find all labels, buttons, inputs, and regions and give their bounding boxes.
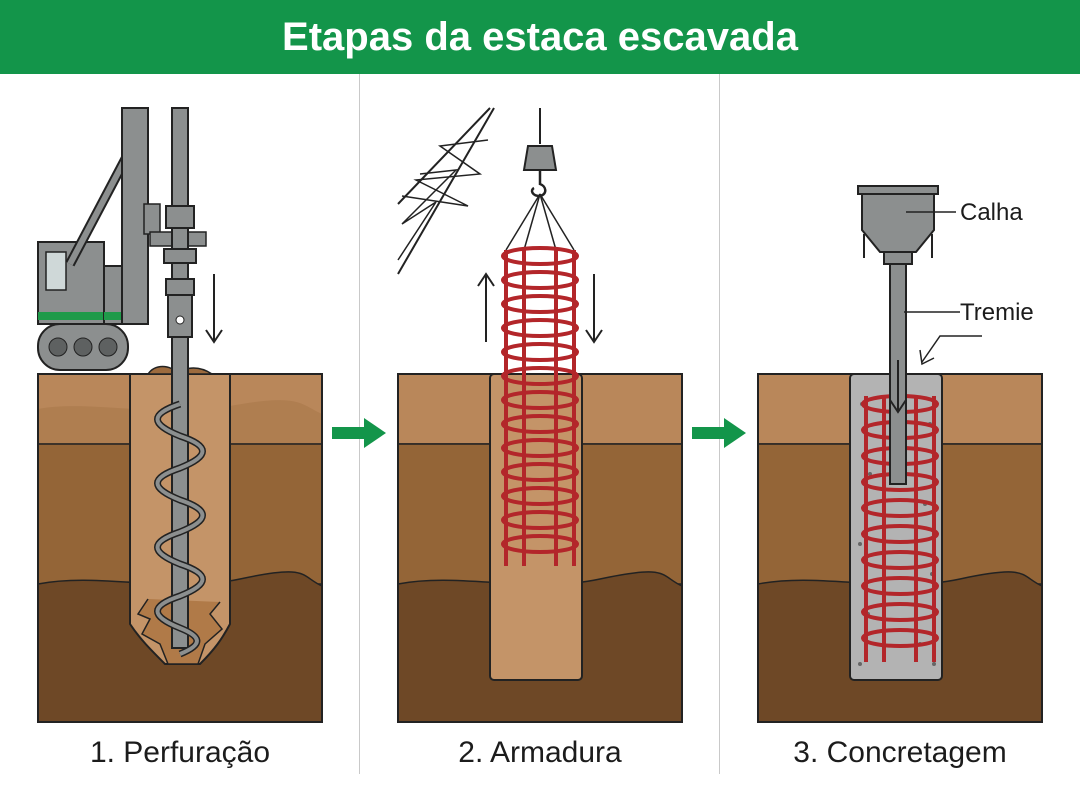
panel-reinforcement	[360, 74, 720, 724]
hopper	[858, 186, 938, 264]
panel-drilling	[0, 74, 360, 724]
crane-hook	[506, 108, 574, 250]
arrow-down-icon	[586, 274, 602, 342]
arrow-right-icon	[692, 418, 748, 448]
hopper-label: Calha	[960, 199, 1023, 226]
crane-boom	[398, 108, 494, 274]
step-label-concreting: 3. Concretagem	[720, 736, 1080, 770]
step-label-drilling: 1. Perfuração	[0, 736, 360, 770]
tremie-label: Tremie	[960, 299, 1034, 326]
arrow-right-icon	[332, 418, 388, 448]
page-title: Etapas da estaca escavada	[282, 15, 798, 60]
arrow-up-icon	[478, 274, 494, 342]
arrow-down-icon	[206, 274, 222, 342]
step-label-reinforcement: 2. Armadura	[360, 736, 720, 770]
title-banner: Etapas da estaca escavada	[0, 0, 1080, 74]
panel-concreting: Calha Tremie	[720, 74, 1080, 724]
